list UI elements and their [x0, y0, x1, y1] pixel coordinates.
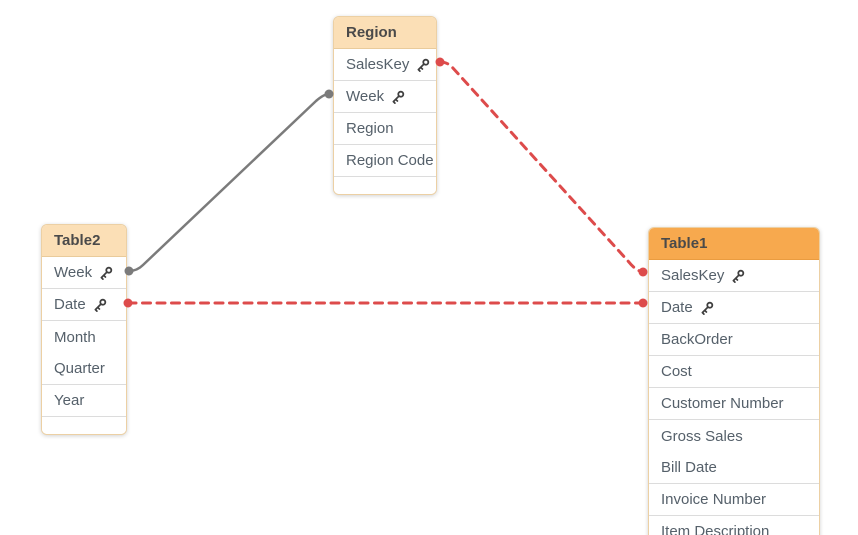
- table-region-header[interactable]: Region: [334, 17, 436, 49]
- association-table2-week-region-week: [127, 92, 331, 273]
- association-endpoint-dot: [638, 298, 648, 308]
- field-label: Item Description: [661, 523, 770, 535]
- table-footer: [42, 417, 126, 434]
- field-label: SalesKey: [661, 267, 725, 284]
- key-icon: [392, 90, 405, 104]
- field-label: Month: [54, 328, 96, 346]
- field-label: Customer Number: [661, 395, 784, 412]
- field-row-date[interactable]: Date: [42, 289, 126, 321]
- field-label: SalesKey: [346, 56, 410, 73]
- key-icon: [94, 298, 106, 312]
- table-title: Table2: [54, 232, 101, 249]
- field-label: Year: [54, 392, 85, 409]
- table-region[interactable]: Region SalesKey Week Region Region Code: [333, 16, 437, 195]
- field-label: BackOrder: [661, 331, 733, 348]
- field-label: Quarter: [54, 360, 105, 377]
- field-label: Date: [661, 299, 693, 316]
- field-label: Date: [54, 296, 86, 313]
- field-row-region[interactable]: Region: [334, 113, 436, 145]
- field-label: Gross Sales: [661, 427, 743, 445]
- key-icon: [417, 58, 430, 72]
- table-table2-header[interactable]: Table2: [42, 225, 126, 257]
- field-label: Week: [346, 88, 385, 105]
- table-footer: [334, 177, 436, 194]
- field-row-date[interactable]: Date: [649, 292, 819, 324]
- table-title: Region: [346, 24, 397, 41]
- field-row-gross-sales[interactable]: Gross Sales: [649, 420, 819, 452]
- field-row-year[interactable]: Year: [42, 385, 126, 417]
- key-icon: [100, 266, 113, 280]
- field-row-saleskey[interactable]: SalesKey: [334, 49, 436, 81]
- field-row-quarter[interactable]: Quarter: [42, 353, 126, 385]
- association-region-saleskey-table1-saleskey: [438, 60, 645, 274]
- key-icon: [732, 269, 745, 283]
- table-table2[interactable]: Table2 Week Date Month Quarter Year: [41, 224, 127, 435]
- field-label: Week: [54, 264, 93, 281]
- field-row-customer-number[interactable]: Customer Number: [649, 388, 819, 420]
- field-row-cost[interactable]: Cost: [649, 356, 819, 388]
- field-label: Invoice Number: [661, 491, 767, 508]
- association-endpoint-dot: [638, 267, 648, 277]
- field-row-item-description[interactable]: Item Description: [649, 516, 819, 535]
- field-row-month[interactable]: Month: [42, 321, 126, 353]
- field-row-week[interactable]: Week: [334, 81, 436, 113]
- key-icon: [701, 301, 713, 315]
- field-label: Region: [346, 120, 394, 137]
- table-title: Table1: [661, 235, 708, 252]
- field-row-region-code[interactable]: Region Code: [334, 145, 436, 177]
- field-row-bill-date[interactable]: Bill Date: [649, 452, 819, 484]
- field-label: Bill Date: [661, 459, 717, 476]
- table-table1-header[interactable]: Table1: [649, 228, 819, 260]
- field-row-saleskey[interactable]: SalesKey: [649, 260, 819, 292]
- field-label: Region Code: [346, 152, 434, 169]
- field-row-invoice-number[interactable]: Invoice Number: [649, 484, 819, 516]
- field-row-backorder[interactable]: BackOrder: [649, 324, 819, 356]
- field-row-week[interactable]: Week: [42, 257, 126, 289]
- field-label: Cost: [661, 363, 692, 380]
- table-table1[interactable]: Table1 SalesKey Date BackOrder Cost Cust…: [648, 227, 820, 535]
